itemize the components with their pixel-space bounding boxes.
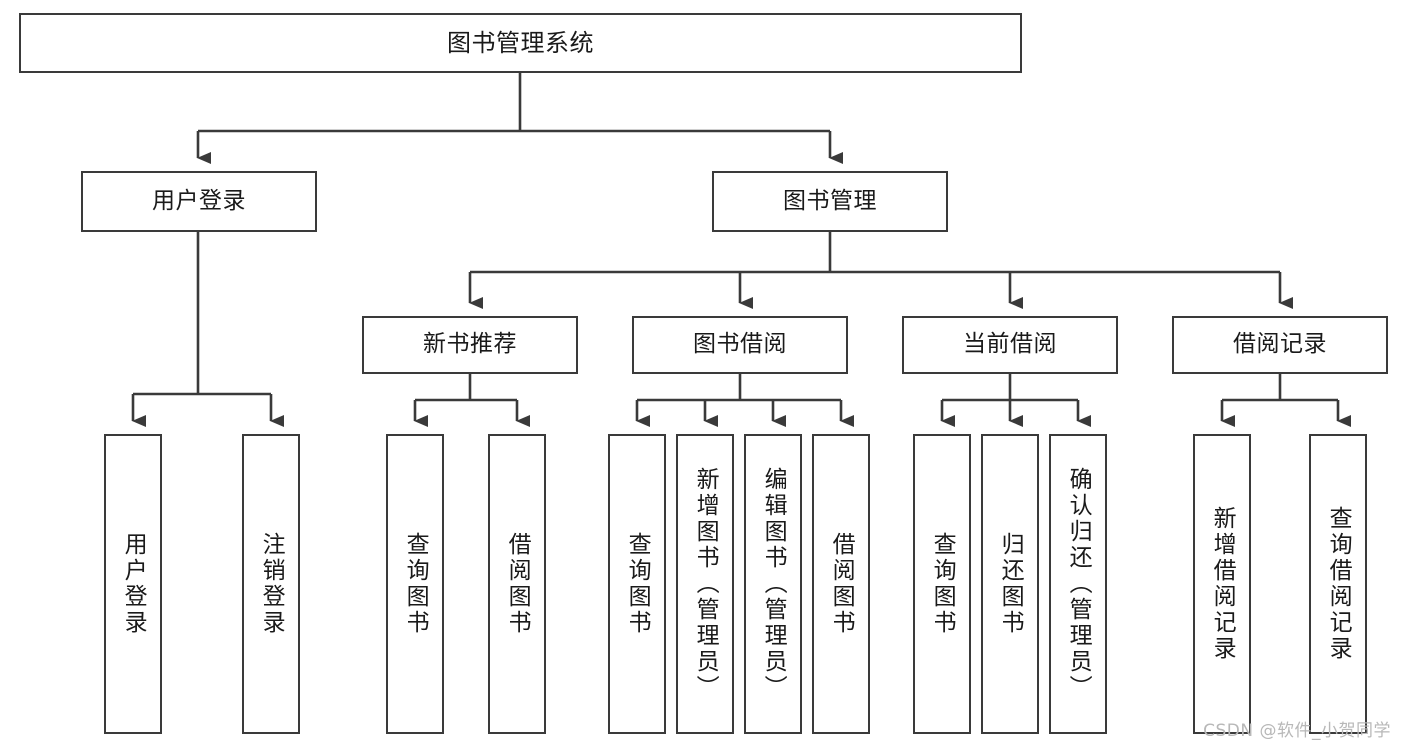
- leaf-book-borrow-borrow[interactable]: 借阅图书: [812, 434, 870, 734]
- node-label: 查询图书: [402, 532, 429, 636]
- node-label: 借阅图书: [828, 532, 855, 636]
- node-current-borrow[interactable]: 当前借阅: [902, 316, 1118, 374]
- node-new-book-recommend[interactable]: 新书推荐: [362, 316, 578, 374]
- node-label: 归还图书: [997, 532, 1024, 636]
- leaf-book-borrow-add[interactable]: 新增图书（管理员）: [676, 434, 734, 734]
- node-label: 图书管理系统: [447, 28, 594, 57]
- node-label: 用户登录: [152, 187, 246, 214]
- node-label: 借阅图书: [504, 532, 531, 636]
- leaf-current-borrow-return[interactable]: 归还图书: [981, 434, 1039, 734]
- csdn-watermark: CSDN @软件_小贺同学: [1203, 721, 1391, 741]
- node-borrow-record[interactable]: 借阅记录: [1172, 316, 1388, 374]
- node-label: 查询借阅记录: [1325, 506, 1352, 662]
- leaf-borrow-record-add[interactable]: 新增借阅记录: [1193, 434, 1251, 734]
- node-label: 新书推荐: [423, 331, 517, 358]
- leaf-user-login-login[interactable]: 用户登录: [104, 434, 162, 734]
- leaf-new-book-query[interactable]: 查询图书: [386, 434, 444, 734]
- node-book-borrow[interactable]: 图书借阅: [632, 316, 848, 374]
- node-user-login[interactable]: 用户登录: [81, 171, 317, 232]
- leaf-new-book-borrow[interactable]: 借阅图书: [488, 434, 546, 734]
- node-label: 借阅记录: [1233, 331, 1327, 358]
- leaf-user-login-logout[interactable]: 注销登录: [242, 434, 300, 734]
- leaf-book-borrow-edit[interactable]: 编辑图书（管理员）: [744, 434, 802, 734]
- node-label: 图书管理: [783, 187, 877, 214]
- leaf-borrow-record-query[interactable]: 查询借阅记录: [1309, 434, 1367, 734]
- leaf-current-borrow-confirm-return[interactable]: 确认归还（管理员）: [1049, 434, 1107, 734]
- leaf-book-borrow-query[interactable]: 查询图书: [608, 434, 666, 734]
- node-label: 注销登录: [258, 532, 285, 636]
- leaf-current-borrow-query[interactable]: 查询图书: [913, 434, 971, 734]
- node-book-management[interactable]: 图书管理: [712, 171, 948, 232]
- node-label: 编辑图书（管理员）: [760, 467, 787, 701]
- node-label: 查询图书: [624, 532, 651, 636]
- node-label: 确认归还（管理员）: [1065, 467, 1092, 701]
- node-label: 新增借阅记录: [1209, 506, 1236, 662]
- node-label: 当前借阅: [963, 331, 1057, 358]
- node-root-system[interactable]: 图书管理系统: [19, 13, 1022, 73]
- node-label: 用户登录: [120, 532, 147, 636]
- node-label: 新增图书（管理员）: [692, 467, 719, 701]
- node-label: 查询图书: [929, 532, 956, 636]
- node-label: 图书借阅: [693, 331, 787, 358]
